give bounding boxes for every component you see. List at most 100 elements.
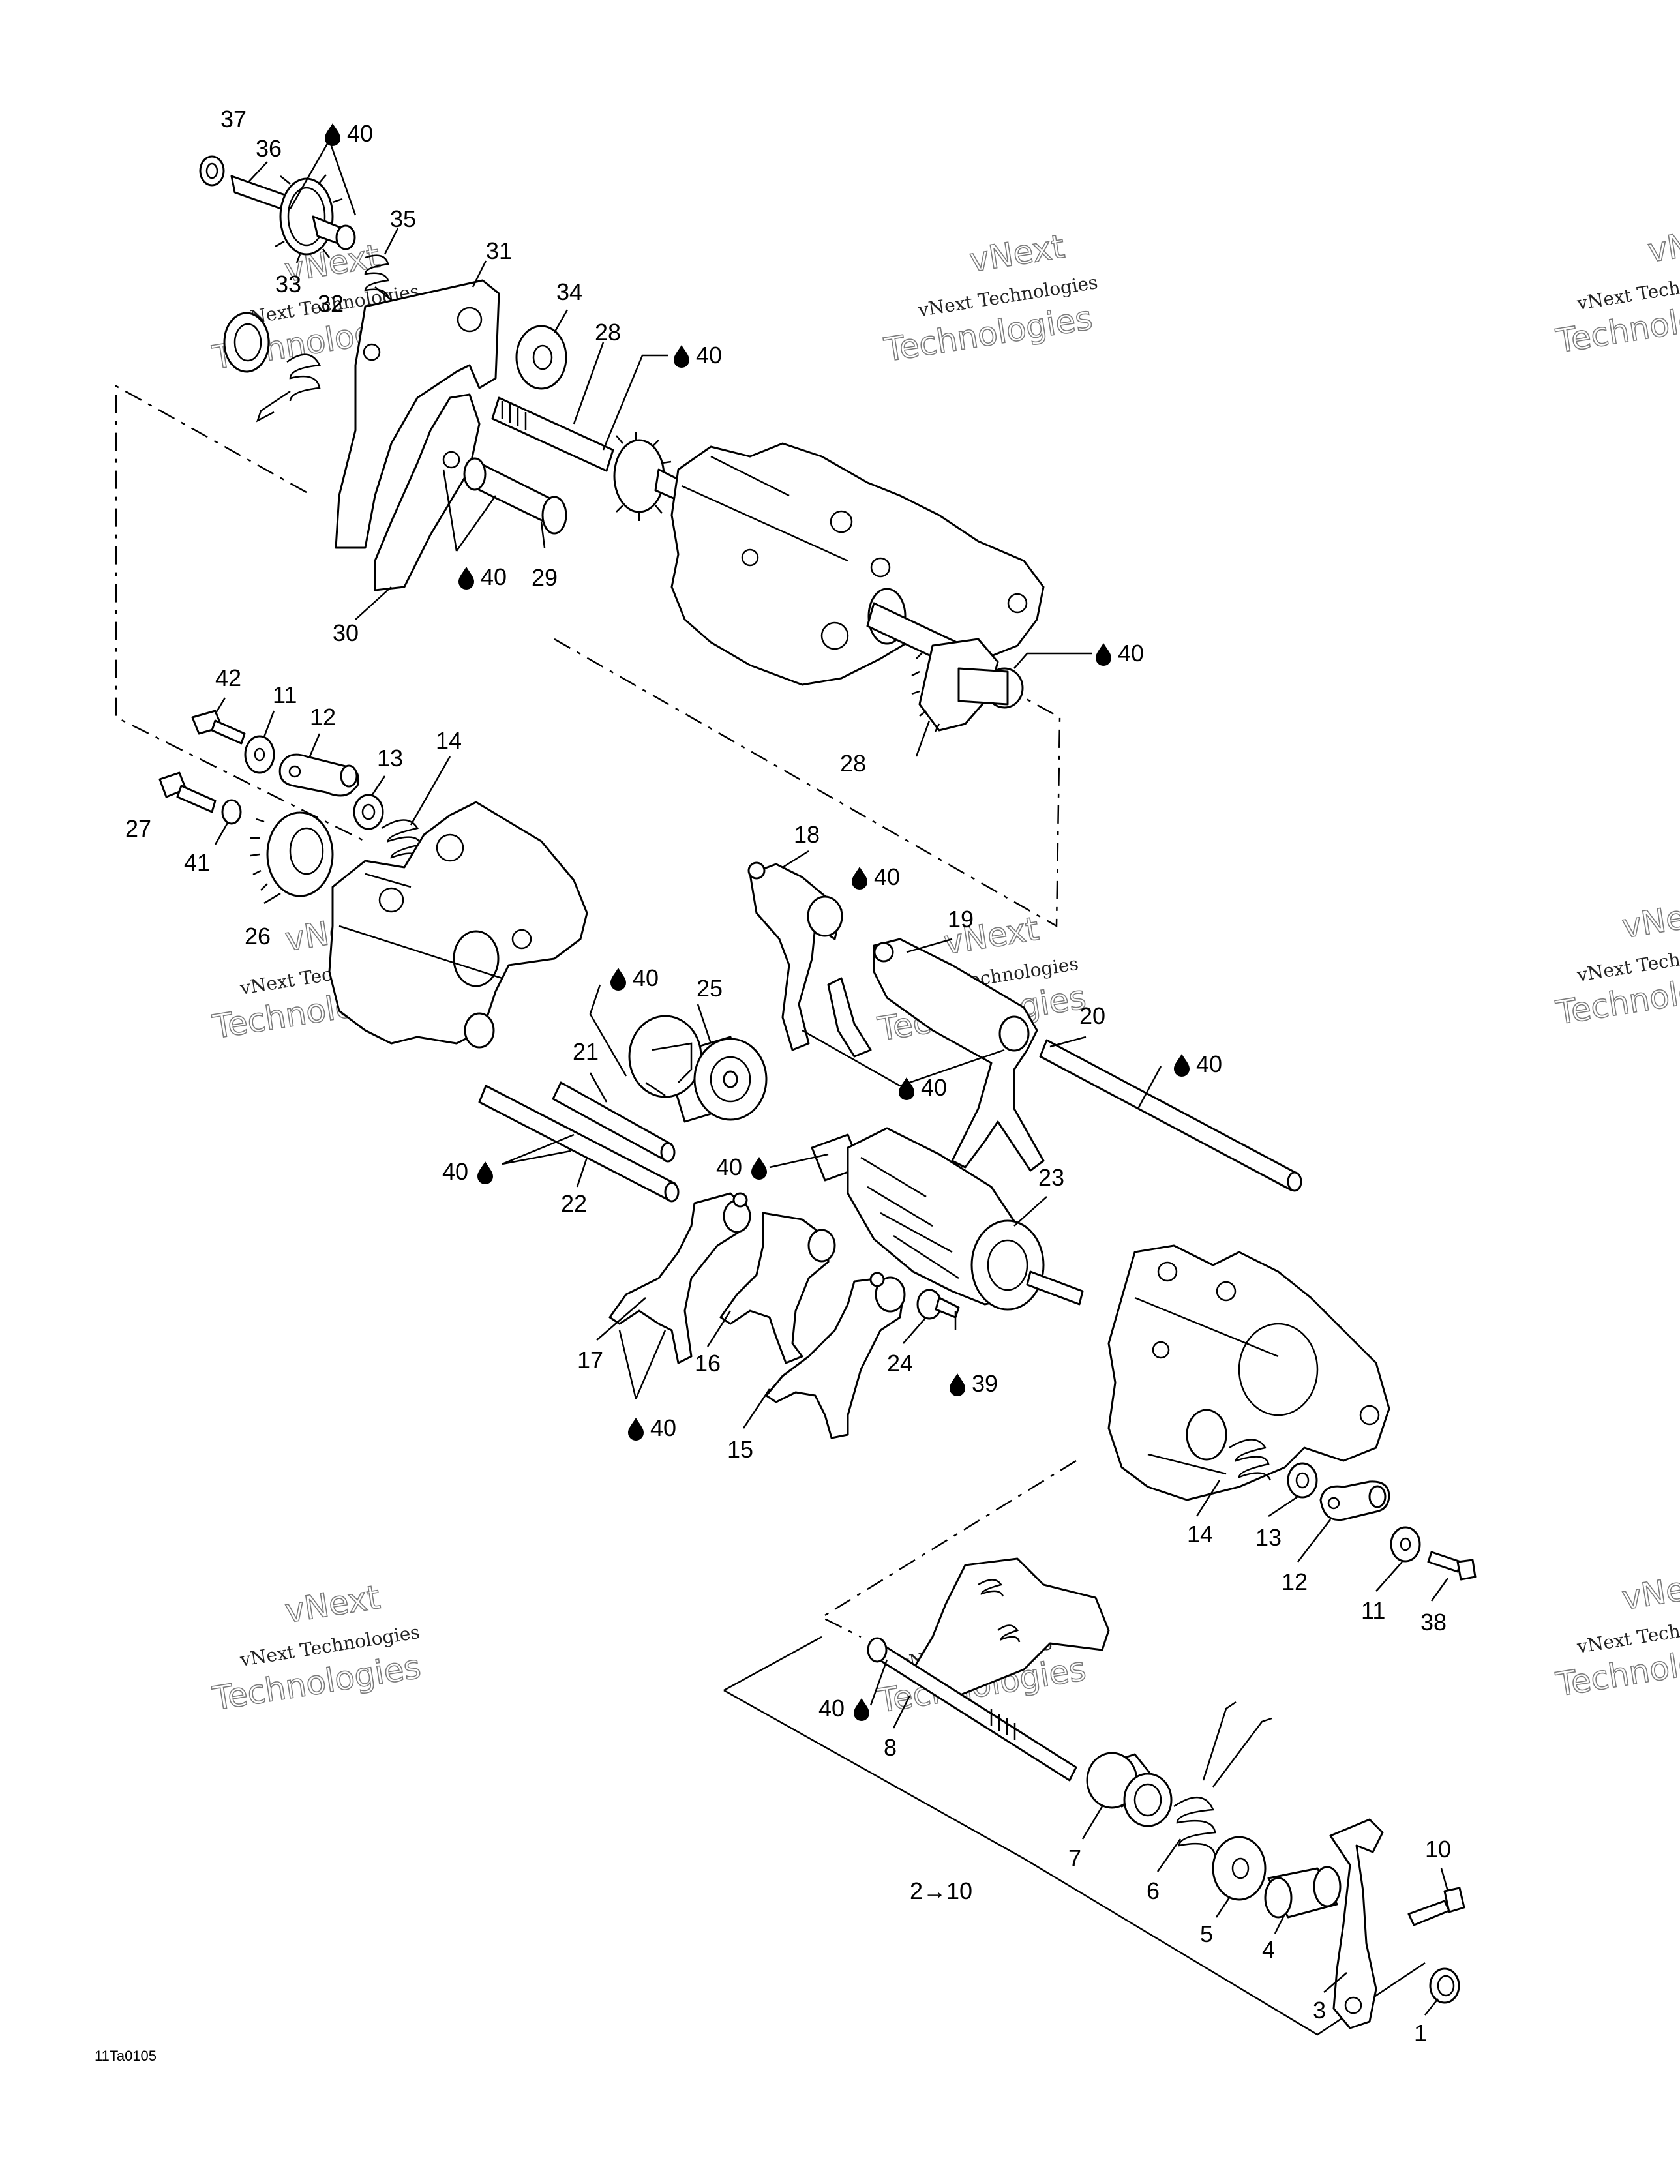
callout-23: 23 [1038,1164,1064,1191]
leader-29 [540,521,546,548]
watermark-top-text: vNext [1619,1565,1680,1617]
lube-label: 40 [874,863,900,890]
callout-12-upper: 12 [310,704,336,730]
part-28-shift-shaft [491,396,680,521]
lube-label: 40 [481,563,507,590]
part-7-bushing [1086,1752,1173,1827]
oil-drop-icon [751,1157,767,1180]
leader-42 [214,697,226,715]
callout-24: 24 [887,1350,913,1377]
leader-40-pins [502,1133,575,1165]
leader-40-drum-end [769,1153,829,1169]
leader-35 [383,228,399,255]
oil-drop-icon [899,1077,914,1100]
leader-14a [410,756,451,826]
oil-drop-icon [477,1161,493,1184]
part-12-link-lower [1319,1480,1390,1521]
part-5-washer [1212,1836,1267,1901]
lube-marker: 40 [674,342,722,368]
upper-shift-assembly [199,155,1045,732]
upper-housing [670,442,1045,686]
oil-drop-icon [610,968,626,991]
oil-drop-icon [852,867,867,890]
leader-28a [573,342,605,425]
part-32-torsion-spring [256,353,321,423]
part-15-shift-fork [765,1272,906,1439]
leader-26 [263,892,281,905]
leader-11a [263,710,275,738]
lubricant-markers: 40 40 40 40 40 40 40 40 [325,120,1222,1722]
leader-30 [355,586,392,620]
part-20-fork-rod [1039,1039,1302,1192]
callout-10: 10 [1425,1836,1451,1862]
callout-3: 3 [1313,1997,1326,2024]
leader-18 [782,850,809,869]
part-29-sleeve [463,457,567,535]
guide-line-left-bracket [115,384,366,843]
part-41-washer [221,799,242,825]
leader-40-forks-upper [802,1029,1005,1087]
part-14-spring-lower [1229,1439,1272,1481]
part-6-return-spring [1173,1701,1272,1856]
lube-label: 40 [650,1414,676,1441]
leader-31 [472,260,487,288]
leader-19 [906,938,953,953]
callout-13-upper: 13 [377,745,403,771]
oil-drop-icon [1174,1054,1190,1077]
part-11-washer-upper-hole [254,747,265,762]
leader-21 [589,1072,608,1103]
watermark-top-text: vNext [282,1578,382,1630]
part-21-pin [552,1081,676,1163]
lube-label: 40 [347,120,373,147]
lube-marker: 40 [899,1074,947,1101]
leader-28b [915,720,931,757]
callout-14-upper: 14 [436,727,462,754]
callout-28-lower: 28 [840,750,866,777]
part-23-shift-drum [811,1127,1084,1311]
part-11-washer-lower-hole [1400,1537,1411,1551]
callout-4: 4 [1262,1936,1275,1963]
leader-13b [1268,1495,1298,1518]
callout-1: 1 [1414,2020,1427,2046]
leader-40-right [1013,652,1092,669]
part-37-washer [199,155,225,187]
leader-12b [1297,1519,1331,1563]
part-13-washer-upper [353,794,384,830]
lube-label: 39 [972,1370,998,1397]
leader-41 [214,821,230,845]
leader-36 [247,161,268,183]
part-25-drum-segment [628,1015,768,1123]
figure-code: 11Ta0105 [95,2048,157,2064]
callout-27: 27 [125,815,151,842]
leader-40-plates [442,469,497,552]
part-8-shift-shaft [867,1557,1110,1782]
shift-shaft-assembly [867,1557,1465,2029]
leader-25 [697,1004,712,1044]
oil-drop-icon [674,345,689,368]
callout-26: 26 [245,923,271,950]
leader-1 [1424,1998,1439,2016]
callout-20: 20 [1079,1002,1105,1029]
callout-42: 42 [215,665,241,691]
callout-11-upper: 11 [273,681,297,708]
part-1-washer [1429,1967,1460,2004]
forks-and-drum [608,861,1302,1439]
watermark-top-center: vNext vNext Technologies Technologies [881,227,1100,370]
callout-41: 41 [184,849,210,876]
part-31-shift-plate [335,279,500,549]
lower-right-housing [1107,1244,1390,1501]
leader-34 [553,309,569,333]
callout-12-lower: 12 [1282,1568,1308,1595]
watermark-low-left: vNext vNext Technologies Technologies [209,1578,424,1718]
lube-marker: 40 [628,1414,676,1441]
part-16-shift-fork [719,1212,836,1364]
callout-17: 17 [577,1347,603,1373]
part-19-shift-fork [873,938,1045,1172]
lube-marker: 40 [610,965,659,991]
callout-13-lower: 13 [1255,1524,1282,1551]
callout-21: 21 [573,1038,599,1065]
part-42-bolt [191,710,246,745]
part-36-gear-shaft [230,174,356,263]
callout-33: 33 [275,271,301,297]
